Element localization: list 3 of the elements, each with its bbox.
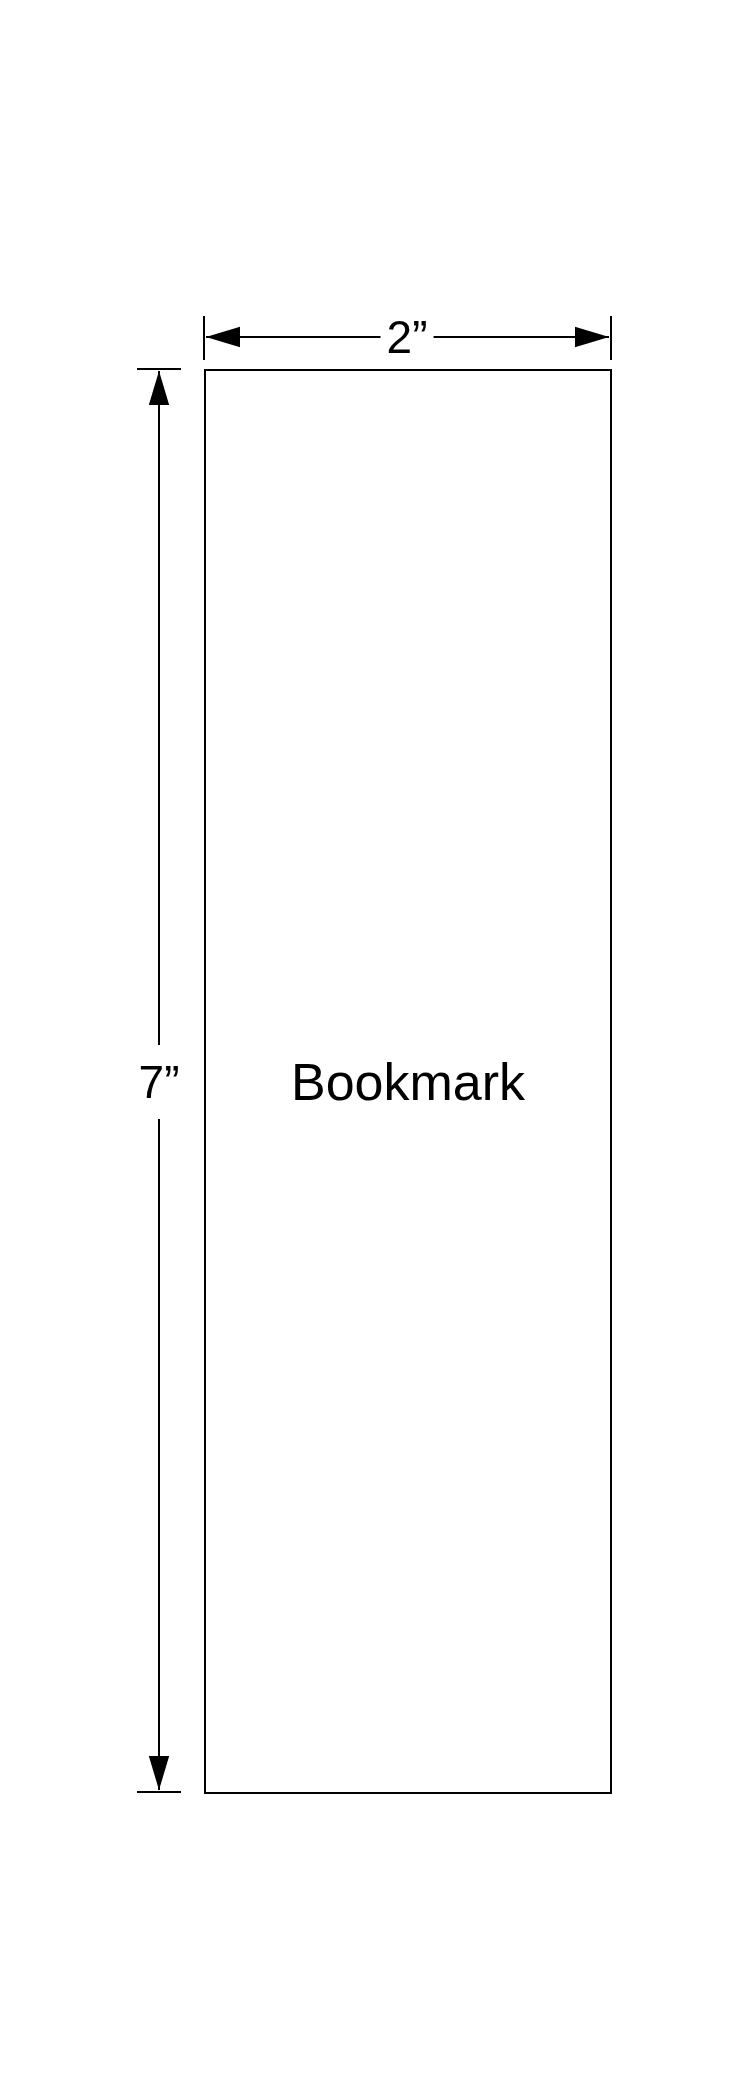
bookmark-label: Bookmark bbox=[290, 1051, 526, 1112]
bookmark-rectangle bbox=[204, 369, 612, 1794]
dimension-label: 7” bbox=[138, 1045, 180, 1119]
